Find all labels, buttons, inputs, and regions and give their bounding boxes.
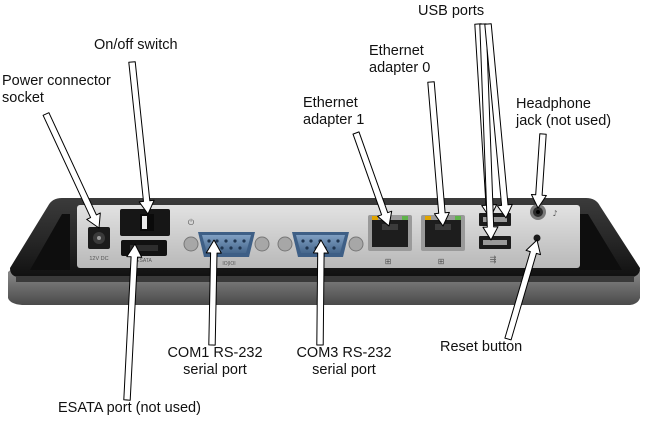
label-power-connector-line2: socket — [2, 90, 44, 106]
label-on-off-switch: On/off switch — [94, 37, 178, 53]
label-ethernet-adapter-0-line1: Ethernet — [369, 43, 424, 59]
arrow-com1 — [205, 239, 222, 346]
callout-arrows — [42, 23, 547, 401]
label-reset-button: Reset button — [440, 339, 523, 355]
ethernet-adapter-1-port — [368, 215, 412, 251]
arrow-ethernet-0 — [427, 81, 450, 227]
label-headphone-jack: Headphone jack (not used) — [516, 96, 611, 130]
label-com1-serial-port: COM1 RS-232 serial port — [165, 345, 265, 379]
arrow-usb-upper-2 — [484, 23, 513, 219]
network-icon: ⊞ — [385, 257, 392, 266]
power-symbol-icon: ⏻ — [188, 218, 195, 227]
arrow-esata-port — [123, 243, 143, 401]
arrow-com3 — [312, 239, 329, 346]
label-esata-port: ESATA port (not used) — [58, 400, 201, 416]
arrow-on-off-switch — [128, 61, 155, 215]
plate-markings: 12V DC ESATA ⏻ IO|IOI ⊞ ⊞ ⇶ ♪ — [89, 209, 557, 267]
on-off-switch — [120, 209, 170, 236]
label-ethernet-adapter-0-line2: adapter 0 — [369, 60, 431, 76]
esata-small-text: ESATA — [136, 258, 152, 264]
label-com3-serial-port: COM3 RS-232 serial port — [294, 345, 394, 379]
power-connector-socket — [88, 227, 110, 249]
network-icon: ⊞ — [438, 257, 445, 266]
io-mark-text: IO|IOI — [222, 261, 235, 267]
headphone-jack — [530, 204, 546, 220]
label-com1-line1: COM1 RS-232 — [167, 345, 263, 361]
power-rating-text: 12V DC — [89, 256, 108, 262]
usb-icon: ⇶ — [490, 255, 497, 264]
arrow-power-connector — [42, 112, 101, 229]
label-com3-line1: COM3 RS-232 — [296, 345, 392, 361]
label-ethernet-adapter-1-line1: Ethernet — [303, 95, 358, 111]
label-usb-ports: USB ports — [418, 3, 485, 19]
label-power-connector-line1: Power connector — [2, 73, 111, 89]
headphone-mark-icon: ♪ — [552, 209, 557, 218]
label-ethernet-adapter-1: Ethernet adapter 1 — [303, 95, 364, 129]
label-power-connector: Power connector socket — [2, 73, 111, 107]
label-headphone-jack-line1: Headphone — [516, 96, 591, 112]
esata-port — [121, 240, 167, 256]
label-com1-line2: serial port — [183, 362, 247, 378]
arrow-reset-button — [504, 239, 541, 341]
arrow-ethernet-1 — [352, 131, 393, 227]
label-ethernet-adapter-0: Ethernet adapter 0 — [369, 43, 430, 77]
arrow-headphone-jack — [530, 133, 547, 209]
reset-button — [533, 234, 541, 242]
label-ethernet-adapter-1-line2: adapter 1 — [303, 112, 365, 128]
label-com3-line2: serial port — [312, 362, 376, 378]
label-headphone-jack-line2: jack (not used) — [516, 113, 612, 129]
